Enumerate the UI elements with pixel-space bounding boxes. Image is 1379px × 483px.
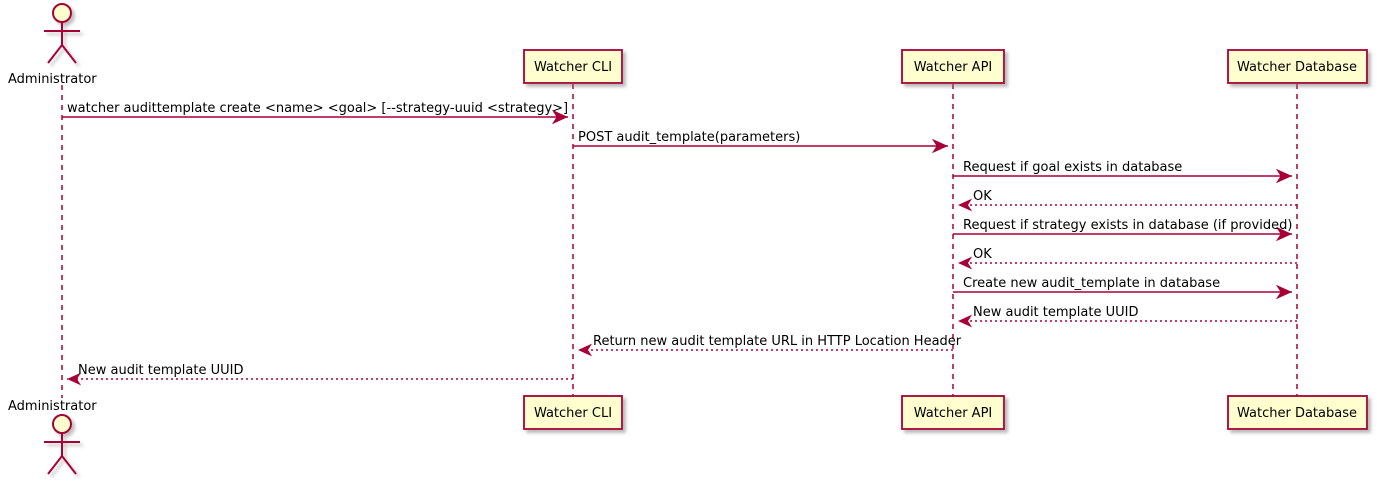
message-label: New audit template UUID: [78, 363, 243, 378]
message-label: Create new audit_template in database: [963, 276, 1220, 291]
participant-box-watcher-cli-top[interactable]: [523, 49, 623, 84]
participant-box-rect: [1227, 49, 1368, 84]
participant-box-watcher-api-top[interactable]: [901, 49, 1005, 84]
messages-group: watcher audittemplate create <name> <goa…: [62, 101, 1297, 386]
message-label: Request if strategy exists in database (…: [963, 218, 1292, 233]
message-9[interactable]: Return new audit template URL in HTTP Lo…: [578, 334, 962, 357]
participant-label-watcher-api-bottom: Watcher API: [914, 406, 993, 421]
message-4[interactable]: OK: [958, 189, 1297, 212]
message-label: POST audit_template(parameters): [578, 130, 800, 145]
participant-box-watcher-database-bottom[interactable]: [1227, 395, 1368, 430]
participant-box-rect: [901, 395, 1005, 430]
message-8[interactable]: New audit template UUID: [958, 305, 1297, 328]
message-label: watcher audittemplate create <name> <goa…: [67, 101, 568, 116]
participant-box-rect: [523, 395, 623, 430]
participant-label-watcher-api-top: Watcher API: [914, 60, 993, 75]
actor-leg-left: [47, 455, 63, 475]
participant-label-watcher-cli-top: Watcher CLI: [534, 60, 612, 75]
participant-box-watcher-database-top[interactable]: [1227, 49, 1368, 84]
actor-administrator-top[interactable]: [44, 3, 80, 64]
lifelines-group: [61, 84, 1298, 398]
participant-box-rect: [523, 49, 623, 84]
participant-box-rect: [1227, 395, 1368, 430]
participant-label-watcher-database-bottom: Watcher Database: [1237, 406, 1357, 421]
actor-leg-left: [47, 44, 63, 64]
message-3[interactable]: Request if goal exists in database: [953, 160, 1292, 184]
actor-head-icon: [52, 3, 72, 23]
message-7[interactable]: Create new audit_template in database: [953, 276, 1292, 300]
actor-leg-right: [61, 44, 77, 64]
participant-label-watcher-database-top: Watcher Database: [1237, 60, 1357, 75]
actor-head-icon: [52, 414, 72, 434]
message-label: Return new audit template URL in HTTP Lo…: [593, 334, 962, 349]
participant-box-rect: [901, 49, 1005, 84]
actor-label-administrator-bottom: Administrator: [8, 399, 97, 414]
actor-label-administrator-top: Administrator: [8, 72, 97, 87]
message-6[interactable]: OK: [958, 247, 1297, 270]
message-2[interactable]: POST audit_template(parameters): [573, 130, 948, 154]
message-label: Request if goal exists in database: [963, 160, 1182, 175]
actor-leg-right: [61, 455, 77, 475]
message-label: OK: [973, 189, 992, 204]
participant-box-watcher-api-bottom[interactable]: [901, 395, 1005, 430]
message-5[interactable]: Request if strategy exists in database (…: [953, 218, 1292, 242]
message-10[interactable]: New audit template UUID: [67, 363, 573, 386]
message-label: New audit template UUID: [973, 305, 1138, 320]
message-label: OK: [973, 247, 992, 262]
participant-box-watcher-cli-bottom[interactable]: [523, 395, 623, 430]
actor-administrator-bottom[interactable]: [44, 414, 80, 475]
message-1[interactable]: watcher audittemplate create <name> <goa…: [62, 101, 568, 125]
participant-label-watcher-cli-bottom: Watcher CLI: [534, 406, 612, 421]
